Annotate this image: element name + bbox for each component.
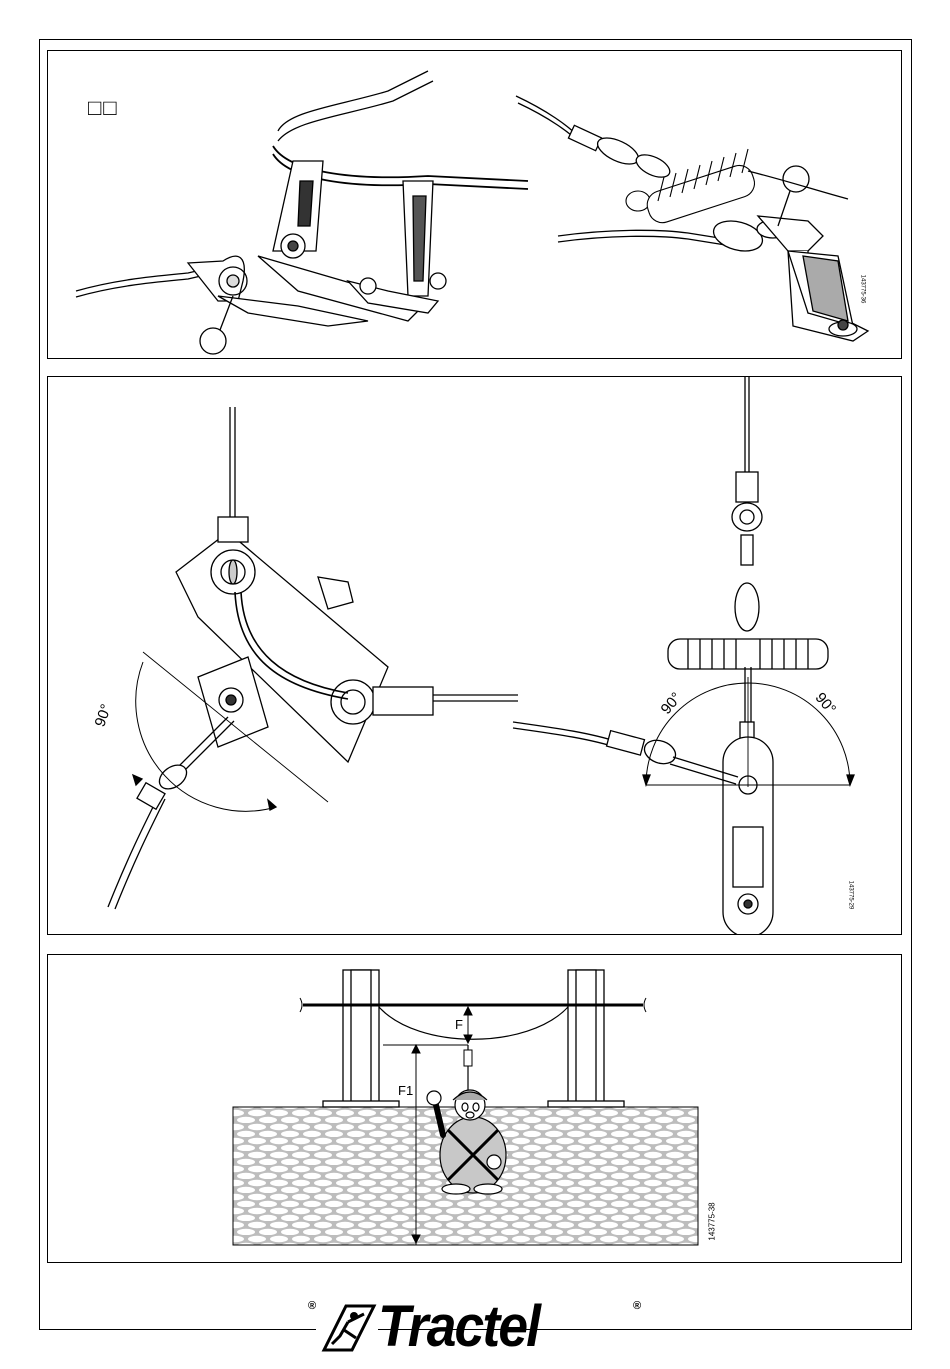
angle-illustration <box>48 377 902 935</box>
figure-ref-code: 143775-29 <box>847 881 853 910</box>
dimension-label-f1: F1 <box>398 1083 413 1098</box>
figure-panel-clearance: F F1 143775-38 <box>47 954 902 1263</box>
brand-wordmark: Tractel <box>378 1292 539 1362</box>
figure-panel-angles: 90° 90° 90° 143775-29 <box>47 376 902 935</box>
footer-rule-right <box>644 1329 912 1330</box>
figure-panel-anchors: □□ 143775-36 <box>47 50 902 359</box>
figure-ref-code: 143775-38 <box>708 1202 717 1240</box>
figure-ref-code: 143775-36 <box>859 275 865 304</box>
corner-marks: □□ <box>88 95 119 121</box>
registered-mark-right: ® <box>633 1300 641 1312</box>
clearance-illustration <box>48 955 902 1263</box>
dimension-label-f: F <box>455 1017 463 1032</box>
registered-mark-left: ® <box>308 1300 316 1312</box>
footer-rule-left <box>39 1329 304 1330</box>
anchor-illustration <box>48 51 902 359</box>
